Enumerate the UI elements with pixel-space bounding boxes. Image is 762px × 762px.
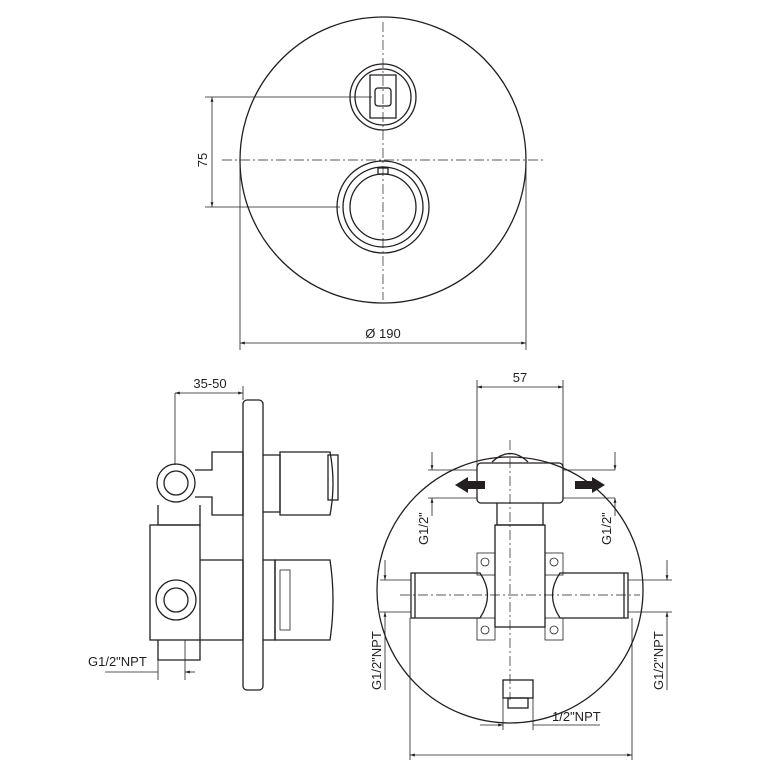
width-dim-label: 57 (513, 370, 527, 385)
diameter-dim-label: Ø 190 (365, 326, 400, 341)
outlet-dimensions (428, 452, 617, 516)
bottom-outlet (502, 679, 534, 709)
side-inlet-label: G1/2"NPT (88, 654, 147, 669)
height-dim-label: 75 (195, 153, 210, 167)
depth-dimension (174, 386, 244, 465)
height-dimension (205, 96, 372, 208)
bottom-outlet-label: 1/2"NPT (552, 709, 601, 724)
mounting-tabs (476, 552, 564, 641)
inlet-dimensions (380, 560, 672, 690)
diverter-body (476, 452, 564, 628)
inlet-right-label: G1/2"NPT (651, 631, 666, 690)
arrow-right-icon (575, 477, 605, 493)
inlet-left-label: G1/2"NPT (369, 631, 384, 690)
outlet-right-label: G1/2" (599, 512, 614, 545)
arrow-left-icon (455, 477, 485, 493)
valve-body (149, 524, 334, 661)
cover-plate-outline-front (376, 456, 644, 724)
upper-outlet-assembly (156, 451, 339, 526)
top-view: 75 Ø 190 (195, 16, 545, 350)
front-view: 57 G1/2" G1/2" (369, 370, 672, 760)
side-view: 35-50 G1/2"NPT (88, 376, 339, 691)
diameter-dimension (239, 160, 527, 350)
side-inlet-dimension (105, 640, 195, 680)
bottom-outlet-dimension (480, 698, 600, 730)
overall-width-dimension (409, 618, 633, 760)
inlet-pipes (410, 572, 629, 619)
cover-plate-side (242, 399, 264, 691)
mounting-screw-holes (480, 557, 559, 635)
outlet-left-label: G1/2" (416, 512, 431, 545)
depth-dim-label: 35-50 (193, 376, 226, 391)
width-dimension (476, 380, 564, 470)
